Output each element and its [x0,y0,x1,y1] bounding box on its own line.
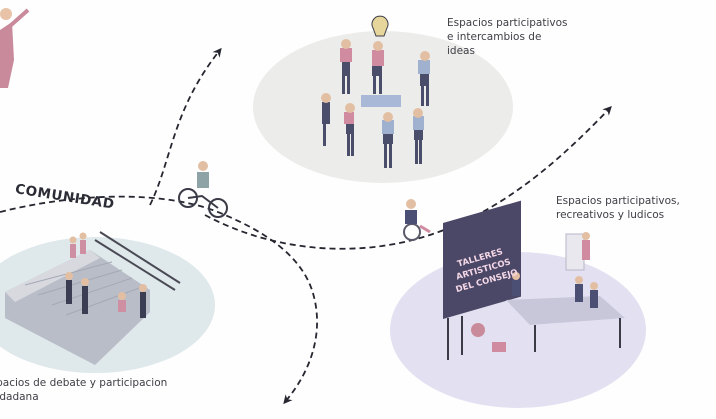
ideas-scene [321,15,430,168]
path-main-curve [0,195,318,405]
recreational-scene [443,200,625,360]
wheelchair-user [403,199,431,241]
community-paths [0,47,612,405]
workshop-sign-board [443,200,521,319]
lightbulb-icon [371,15,389,37]
cyclist [178,161,228,218]
caption-debate-space: Espacios de debate y participacion ciuda… [0,377,168,403]
debate-scene [5,231,181,365]
path-to-recreational [204,106,612,250]
caption-recreational-space: Espacios participativos, recreativos y l… [556,195,680,221]
caption-ideas-space: Espacios participativos e intercambios d… [447,17,568,57]
person-top-left [0,8,30,88]
path-to-ideas [149,47,222,206]
